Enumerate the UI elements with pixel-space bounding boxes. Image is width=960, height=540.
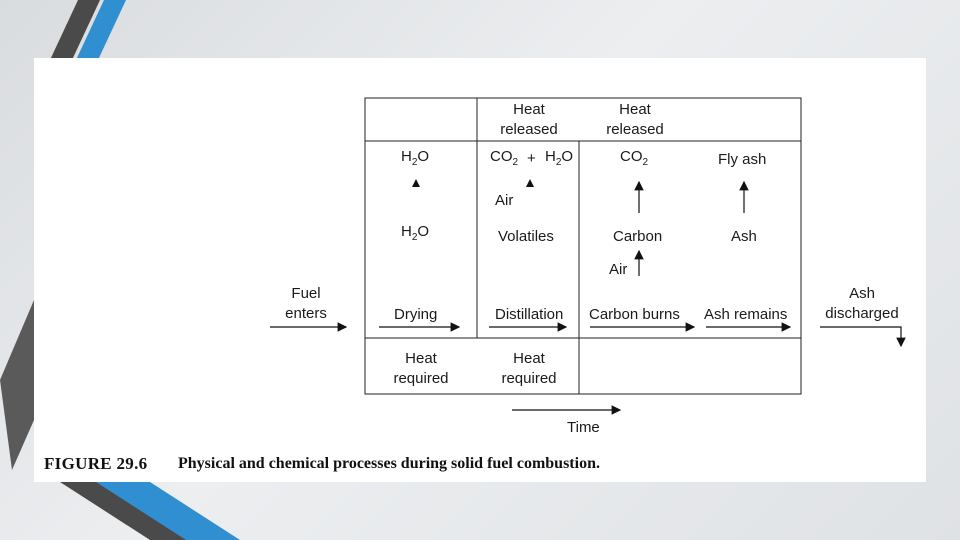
figure-caption: Physical and chemical processes during s… <box>178 455 600 472</box>
h2o-up-arrow <box>412 179 420 187</box>
diagram-frame <box>364 97 802 395</box>
co2-h2o-up-arrow <box>526 179 534 187</box>
co2-col3: CO2 <box>620 148 649 168</box>
figure-number: FIGURE 29.6 <box>44 454 148 473</box>
stage-distillation: Distillation <box>495 306 564 323</box>
plus-sign: + <box>527 150 536 167</box>
stage-drying: Drying <box>394 306 438 323</box>
h2o-mid: H2O <box>401 223 430 243</box>
stage-ash-remains: Ash remains <box>704 306 788 323</box>
volatiles: Volatiles <box>498 228 554 245</box>
fly-ash: Fly ash <box>718 151 767 168</box>
ash-discharged-arrow <box>820 326 906 348</box>
co2-col2: CO2 <box>490 148 519 168</box>
carbon: Carbon <box>613 228 663 245</box>
diagram-lines <box>270 97 906 415</box>
h2o-col2: H2O <box>545 148 574 168</box>
air-col2: Air <box>495 192 514 209</box>
air-col3: Air <box>609 261 628 278</box>
time-label: Time <box>567 419 600 436</box>
ash: Ash <box>731 228 757 245</box>
h2o-top: H2O <box>401 148 430 168</box>
stage-carbon-burns: Carbon burns <box>589 306 680 323</box>
